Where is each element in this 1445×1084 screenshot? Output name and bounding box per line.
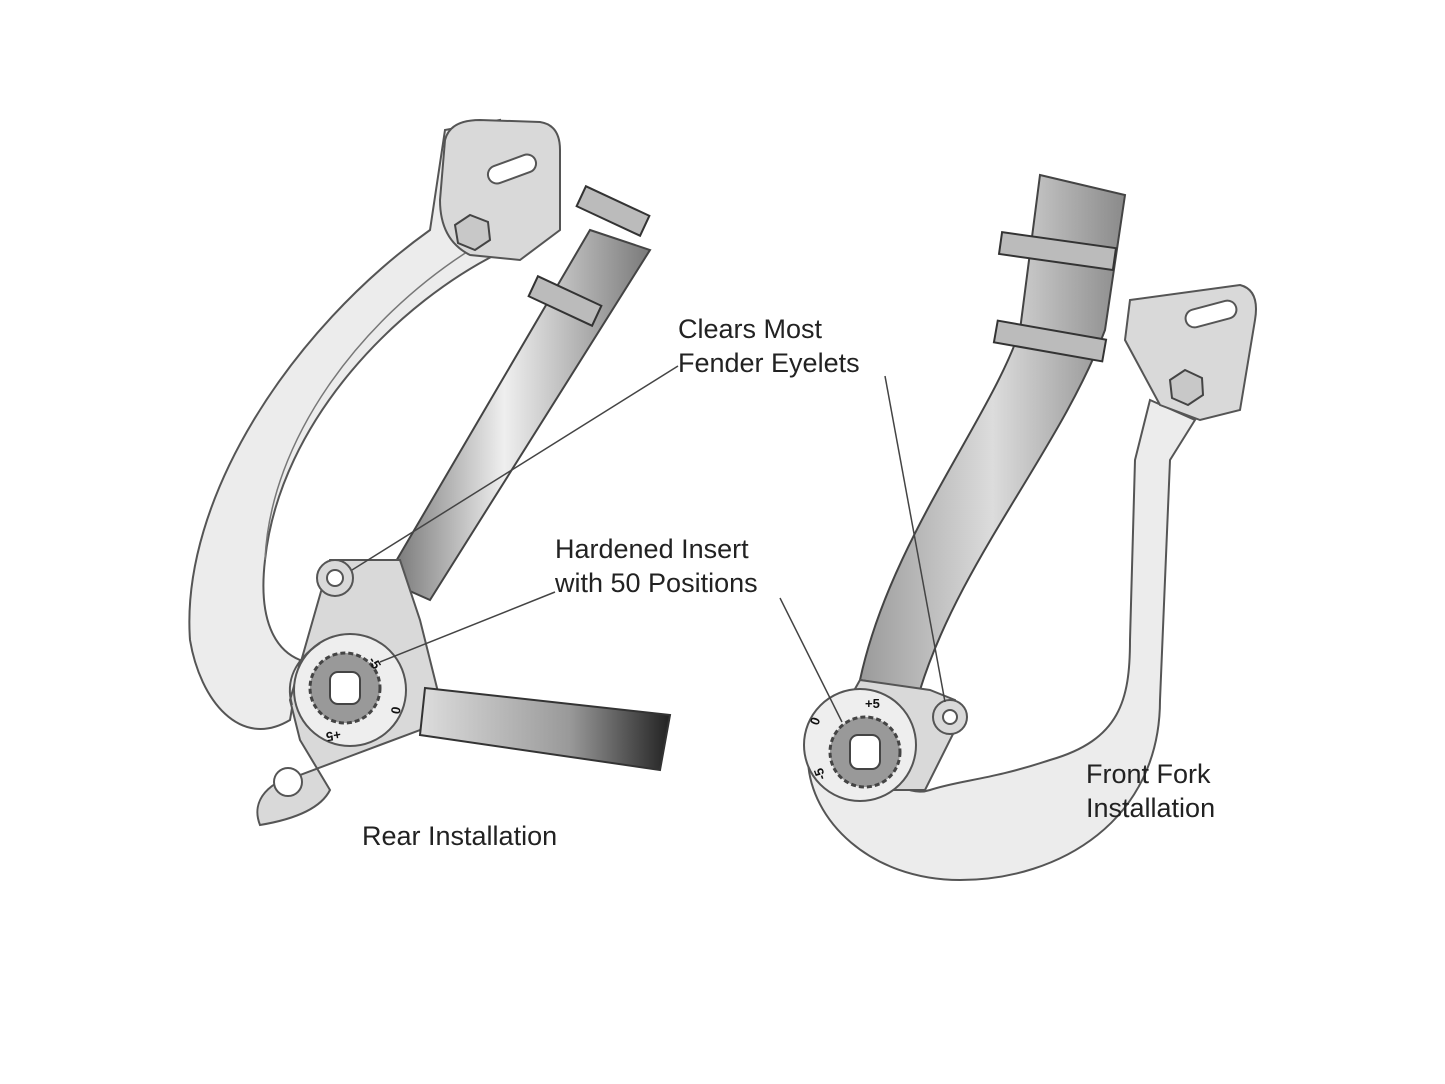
front-dial-plus: +5 — [865, 696, 880, 711]
rear-derailleur-hanger-hole — [273, 767, 303, 797]
rear-dial-plus: +5 — [325, 727, 342, 744]
label-rear-installation: Rear Installation — [362, 821, 558, 851]
rear-hose-clamp-top — [575, 184, 651, 238]
rear-installation: -5 0 +5 — [188, 118, 672, 827]
rear-bracket-arm — [188, 118, 507, 730]
rear-dial-zero: 0 — [388, 705, 404, 715]
rear-axle-slot — [329, 671, 361, 705]
front-hose-clamp-bottom — [992, 319, 1108, 363]
leader-insert-front — [779, 597, 843, 723]
label-insert-line2: with 50 Positions — [555, 568, 758, 598]
front-dial-zero: 0 — [807, 715, 824, 727]
rear-chain-stay-tube — [418, 686, 672, 772]
label-front-line1: Front Fork — [1086, 759, 1211, 789]
label-clears-line2: Fender Eyelets — [678, 348, 860, 378]
label-insert-line1: Hardened Insert — [555, 534, 749, 564]
label-front-line2: Installation — [1086, 793, 1216, 823]
leader-clears-front — [884, 375, 946, 703]
front-bolt-icon — [1168, 368, 1205, 407]
rear-plate-slot — [486, 153, 538, 185]
leader-insert-rear — [379, 591, 556, 663]
front-dial-minus: -5 — [811, 766, 829, 782]
label-clears-most: Clears Most Fender Eyelets — [678, 312, 860, 380]
front-axle-slot — [849, 734, 881, 770]
front-eyelet-hole — [942, 709, 958, 725]
leader-clears-rear — [351, 365, 679, 571]
front-hose-clamp-top — [997, 231, 1118, 272]
rear-hose-clamp-bottom — [527, 274, 603, 328]
rotate-arrow-icon — [288, 642, 321, 706]
label-front-fork: Front Fork Installation — [1086, 757, 1215, 825]
label-clears-line1: Clears Most — [678, 314, 823, 344]
rear-bracket-inner — [264, 249, 471, 561]
leader-lines — [351, 365, 946, 723]
front-plate-slot — [1184, 299, 1238, 329]
front-fork-installation: +5 0 -5 — [803, 173, 1257, 882]
label-hardened-insert: Hardened Insert with 50 Positions — [555, 532, 758, 600]
rear-bolt-icon — [453, 213, 492, 252]
rear-eyelet-hole — [326, 569, 344, 587]
